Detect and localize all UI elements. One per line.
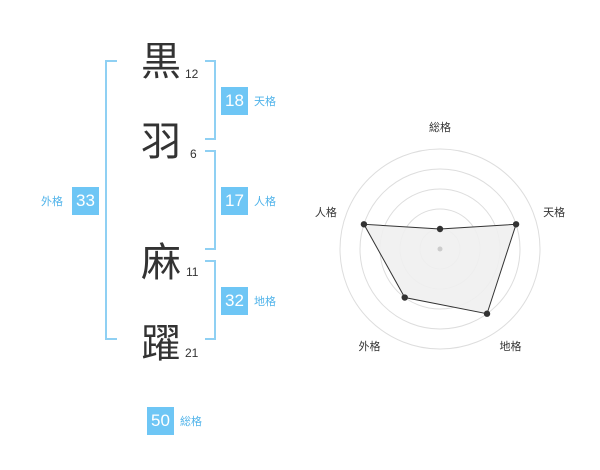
radar-axis-label: 地格	[500, 339, 522, 353]
radar-axis-label: 人格	[315, 205, 337, 219]
gaikaku-bracket	[105, 60, 117, 340]
radar-point	[401, 294, 408, 301]
gaikaku-value: 33	[72, 187, 99, 215]
radar-point	[360, 221, 368, 228]
stroke-count-1: 12	[185, 67, 199, 81]
chikaku-value: 32	[221, 287, 248, 315]
radar-axis-label: 外格	[358, 339, 380, 353]
radar-center-dot	[437, 246, 443, 252]
soukaku-value: 50	[147, 407, 174, 435]
radar-axis-label: 総格	[429, 120, 451, 134]
tenkaku-bracket	[205, 60, 216, 140]
radar-point	[512, 221, 520, 228]
name-char-4: 躍	[141, 321, 181, 367]
jinkaku-label: 人格	[254, 195, 276, 208]
stroke-count-4: 21	[185, 346, 199, 360]
radar-grid-ring	[359, 168, 521, 330]
chikaku-bracket	[205, 260, 216, 340]
name-char-2: 羽	[141, 119, 181, 165]
radar-axis-label: 天格	[543, 205, 565, 219]
jinkaku-value: 17	[221, 187, 248, 215]
radar-point	[436, 225, 444, 233]
soukaku-label: 総格	[180, 415, 202, 428]
tenkaku-label: 天格	[254, 95, 276, 108]
name-char-1: 黒	[141, 39, 181, 85]
jinkaku-bracket	[205, 150, 216, 250]
gaikaku-label: 外格	[41, 195, 63, 208]
name-char-3: 麻	[141, 240, 181, 286]
radar-grid-ring	[339, 148, 541, 350]
radar-point	[483, 310, 491, 317]
radar-series-polygon	[363, 223, 517, 315]
stroke-count-2: 6	[190, 147, 197, 161]
stroke-count-3: 11	[186, 265, 199, 279]
chikaku-label: 地格	[254, 295, 276, 308]
tenkaku-value: 18	[221, 87, 248, 115]
